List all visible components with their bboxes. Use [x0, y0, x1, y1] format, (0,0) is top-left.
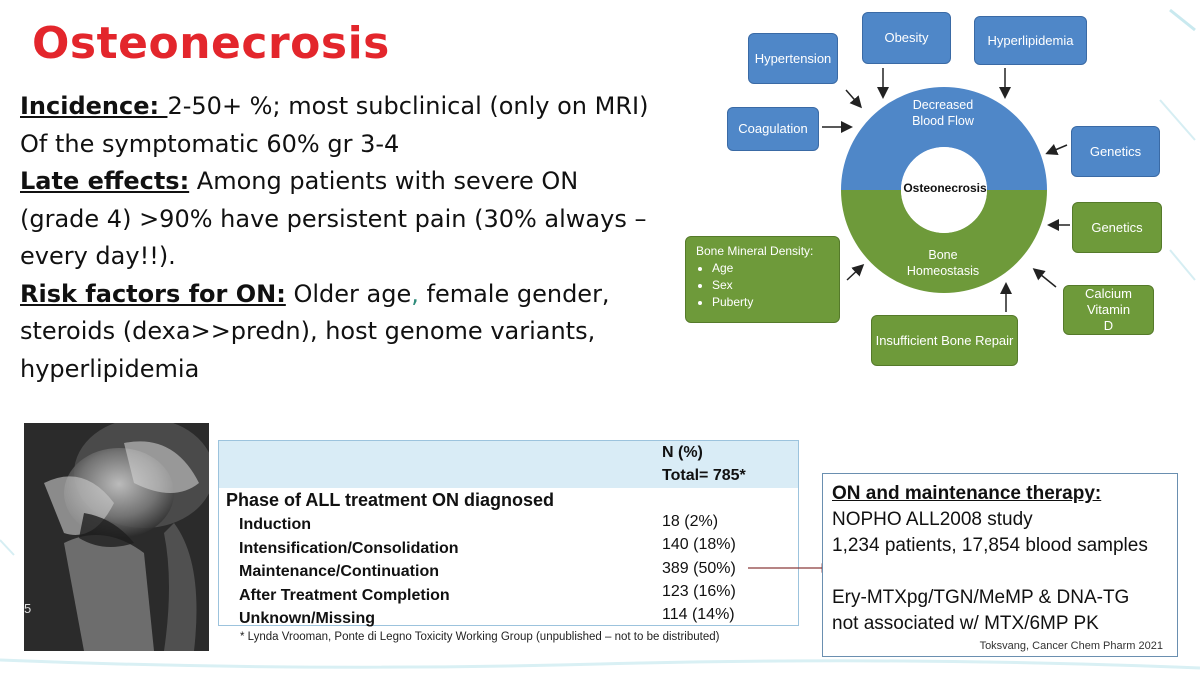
- box-line-association: not associated w/ MTX/6MP PK: [832, 613, 1099, 634]
- grade4-line: (grade 4) >90% have persistent pain (30%…: [20, 204, 647, 233]
- incidence-line: Incidence: 2-50+ %; most subclinical (on…: [20, 88, 680, 126]
- table-row-phase: Induction: [239, 516, 311, 533]
- box-heading: ON and maintenance therapy:: [832, 483, 1102, 504]
- hyperlipidemia-line: hyperlipidemia: [20, 354, 200, 383]
- every-day-line: every day!!).: [20, 242, 176, 270]
- on-phase-table: N (%) Total= 785* Phase of ALL treatment…: [218, 440, 799, 627]
- incidence-text: 2-50+ %; most subclinical (only on MRI): [167, 92, 649, 120]
- table-row-phase: Maintenance/Continuation: [239, 563, 439, 580]
- table-header-band: [219, 441, 798, 488]
- risk-factors-line: Risk factors for ON: Older age, female g…: [20, 276, 680, 314]
- col-header-total: Total= 785*: [662, 467, 746, 484]
- table-row-phase: Unknown/Missing: [239, 610, 375, 627]
- table-row-value: 389 (50%): [662, 560, 736, 577]
- mri-image: 5: [24, 423, 209, 651]
- risk-factors-text: Older age: [285, 279, 412, 308]
- risk-factors-label: Risk factors for ON:: [20, 279, 286, 308]
- slide-title: Osteonecrosis: [32, 18, 390, 69]
- col-header-n: N (%): [662, 444, 703, 461]
- risk-factors-text-2: female gender,: [418, 279, 610, 308]
- table-footnote: * Lynda Vrooman, Ponte di Legno Toxicity…: [240, 631, 720, 643]
- steroids-line: steroids (dexa>>predn), host genome vari…: [20, 317, 596, 345]
- incidence-label: Incidence:: [20, 92, 168, 120]
- symptomatic-line: Of the symptomatic 60% gr 3-4: [20, 129, 400, 158]
- late-effects-text: Among patients with severe ON: [189, 167, 579, 195]
- late-effects-line: Late effects: Among patients with severe…: [20, 163, 680, 201]
- box-line-patients: 1,234 patients, 17,854 blood samples: [832, 535, 1148, 556]
- table-row-value: 140 (18%): [662, 536, 736, 553]
- risk-comma: ,: [411, 279, 419, 308]
- box-citation: Toksvang, Cancer Chem Pharm 2021: [979, 640, 1163, 652]
- slide-body: Incidence: 2-50+ %; most subclinical (on…: [20, 88, 680, 388]
- table-row-value: 114 (14%): [662, 606, 735, 623]
- maintenance-therapy-box: ON and maintenance therapy: NOPHO ALL200…: [822, 473, 1178, 657]
- table-row-phase: After Treatment Completion: [239, 587, 450, 604]
- box-line-metabolites: Ery-MTXpg/TGN/MeMP & DNA-TG: [832, 587, 1130, 608]
- table-row-value: 18 (2%): [662, 513, 719, 530]
- late-effects-label: Late effects:: [20, 167, 190, 195]
- table-row-value: 123 (16%): [662, 583, 736, 600]
- box-line-study: NOPHO ALL2008 study: [832, 509, 1033, 530]
- mri-illustration: [24, 423, 209, 651]
- mri-corner-label: 5: [24, 601, 32, 616]
- table-section-title: Phase of ALL treatment ON diagnosed: [226, 490, 555, 510]
- table-row-phase: Intensification/Consolidation: [239, 540, 459, 557]
- maintenance-arrow: [748, 563, 832, 573]
